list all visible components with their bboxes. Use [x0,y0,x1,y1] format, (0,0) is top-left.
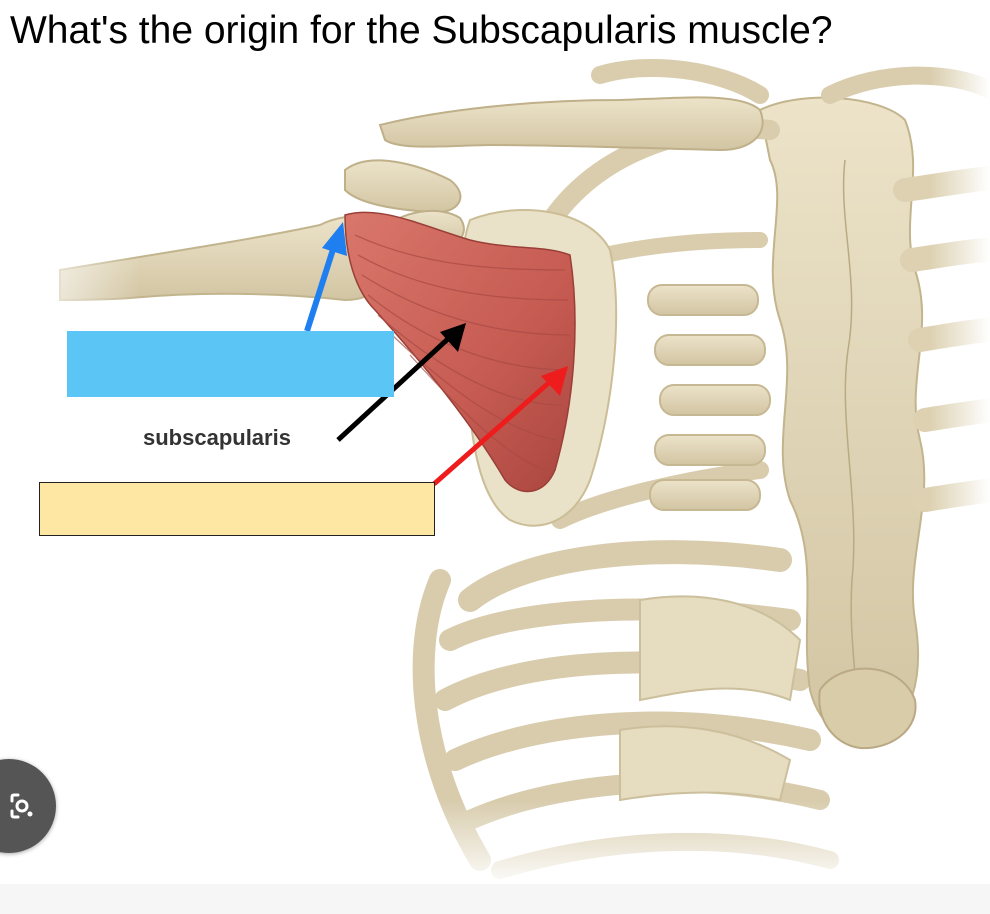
black-arrow [336,323,466,442]
rib-stubs [647,284,771,511]
insertion-answer-box[interactable] [67,331,394,397]
blue-arrow [304,222,347,332]
visual-search-lens-icon [10,793,33,819]
bottom-fade [400,800,990,890]
question-text: What's the origin for the Subscapularis … [10,9,833,52]
bottom-strip [0,884,990,914]
muscle-fibers [354,234,571,471]
humerus-fade [0,230,140,320]
acromion [344,159,462,214]
clavicle [378,96,764,152]
costal-cartilage [619,595,802,802]
sternum-crack [842,159,857,721]
subscapularis-label: subscapularis [143,425,291,450]
origin-answer-box[interactable] [39,482,435,536]
subscapularis-muscle [344,211,576,493]
right-fade [930,60,990,890]
xiphoid [818,667,917,750]
red-arrow [432,366,568,486]
